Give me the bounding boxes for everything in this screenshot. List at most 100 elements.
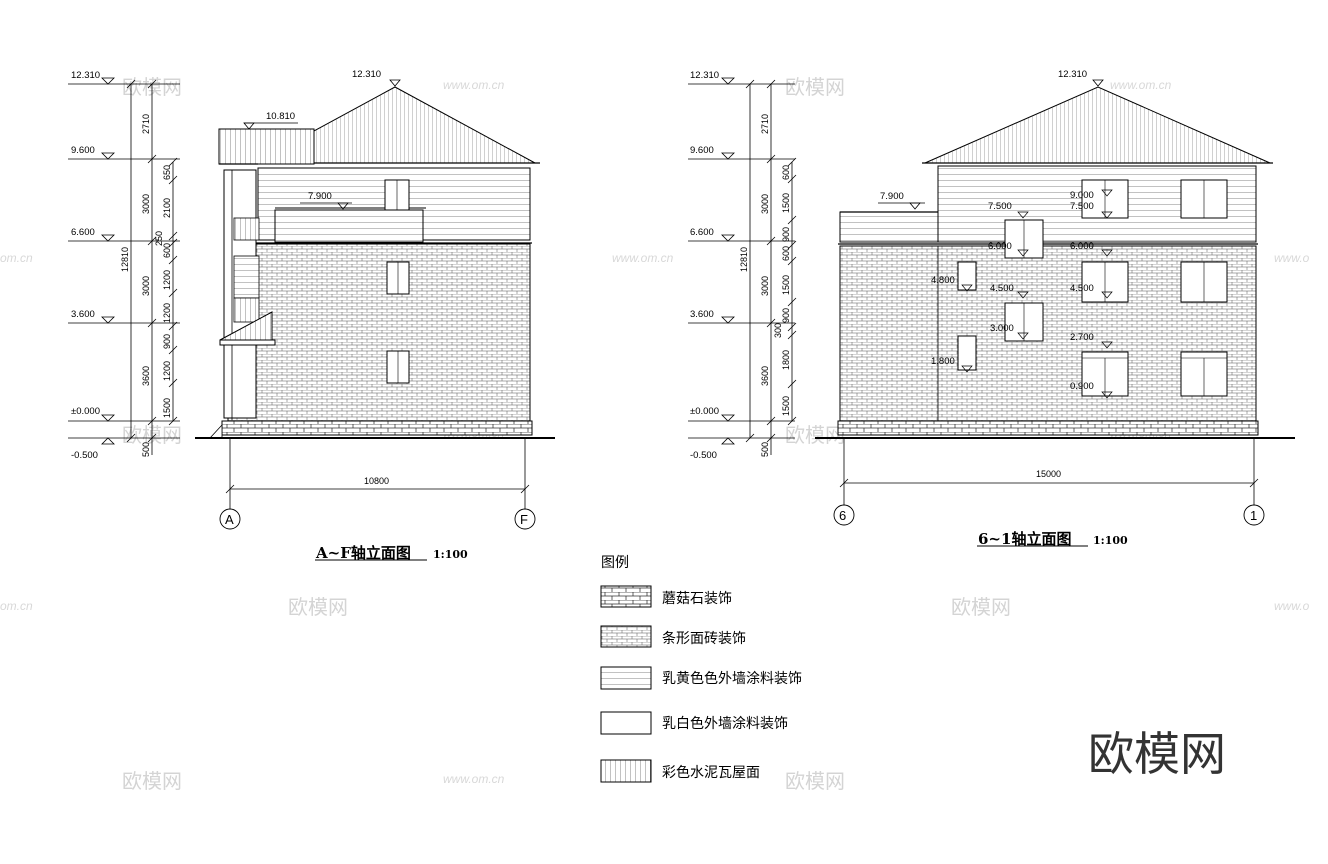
left-level-label: -0.500 [71,450,98,461]
legend-title: 图例 [601,555,629,571]
right-elevation-scale: 1:100 [1093,534,1128,547]
right-dim-mid: 3000 [760,276,770,296]
left-dim-mid: 500 [141,442,151,457]
watermark-url: www.om.cn [1110,78,1172,92]
right-dim-mid: 3000 [760,194,770,214]
left-dim-inner: 1200 [162,361,172,381]
window-level: 0.900 [1070,381,1094,392]
right-dim-inner: 1500 [781,396,791,416]
left-dim-inner: 1200 [162,270,172,290]
right-dim-inner: 300 [773,323,783,338]
legend: 图例 蘑菇石装饰 条形面砖装饰 乳黄色色外墙涂料装饰 乳白色外墙涂料装饰 彩色水… [600,555,802,783]
axis-label-6: 6 [839,508,846,523]
right-terrace-level: 7.900 [880,191,904,202]
left-dim-mid: 2710 [141,114,151,134]
watermark-url: www.o [1274,599,1310,613]
left-level-label: ±0.000 [71,406,100,417]
legend-label: 蘑菇石装饰 [662,591,732,607]
right-width-dim: 15000 [1036,469,1061,479]
left-elevation-scale: 1:100 [433,548,468,561]
right-dim-inner: 1500 [781,193,791,213]
left-level-markers [68,77,180,445]
left-elevation-title: A~F轴立面图 [315,544,411,562]
left-terrace-level: 7.900 [308,191,332,202]
left-width-dim: 10800 [364,476,389,486]
watermark-url: www.om.cn [443,772,505,786]
left-canopy-level: 10.810 [266,111,295,122]
watermark-url: om.cn [0,599,33,613]
right-total-height: 12810 [739,247,749,272]
right-elevation-text: 12.310 9.600 6.600 3.600 ±0.000 -0.500 1… [690,69,1257,548]
left-level-label: 9.600 [71,145,95,156]
right-dim-inner: 1800 [781,350,791,370]
right-level-label: 6.600 [690,227,714,238]
window-level: 6.000 [1070,241,1094,252]
left-level-label: 3.600 [71,309,95,320]
right-dim-inner: 900 [781,227,791,242]
watermark-text: 欧模网 [785,769,845,793]
brand-watermark: 欧模网 [1088,727,1226,781]
right-dim-inner: 1500 [781,275,791,295]
watermark-text: 欧模网 [122,769,182,793]
legend-swatch-hlines [600,666,652,690]
right-elevation-title: 6~1轴立面图 [978,530,1071,548]
left-dim-inner: 250 [154,231,164,246]
legend-swatch-vlines [600,759,652,783]
window-level: 6.000 [988,241,1012,252]
left-dim-inner: 1200 [162,303,172,323]
left-dim-mid: 3000 [141,276,151,296]
legend-label: 乳白色外墙涂料装饰 [662,715,788,732]
right-roof-level: 12.310 [1058,69,1087,80]
right-elevation [688,77,1295,547]
legend-swatch-stone [600,585,652,608]
axis-label-a: A [225,512,234,527]
right-level-label: 9.600 [690,145,714,156]
watermark-url: www.o [1274,251,1310,265]
left-dim-inner: 650 [162,165,172,180]
right-level-label: 3.600 [690,309,714,320]
legend-swatch-brick [600,625,652,648]
watermark-text: 欧模网 [785,75,845,99]
window-level: 4.500 [990,283,1014,294]
right-dim-inner: 600 [781,165,791,180]
watermark-text: 欧模网 [785,423,845,447]
right-dim-mid: 500 [760,442,770,457]
right-level-label: ±0.000 [690,406,719,417]
left-elevation-text: 12.310 9.600 6.600 3.600 ±0.000 -0.500 1… [71,69,528,562]
right-dim-inner: 900 [781,308,791,323]
left-elevation [68,77,555,561]
window-level: 2.700 [1070,332,1094,343]
left-dim-inner: 2100 [162,198,172,218]
legend-swatch-blank [600,711,652,735]
watermark-url: om.cn [0,251,33,265]
right-level-label: 12.310 [690,70,719,81]
window-level: 1.800 [931,356,955,367]
legend-label: 乳黄色色外墙涂料装饰 [662,670,802,687]
right-dim-inner: 600 [781,246,791,261]
watermark-text: 欧模网 [288,595,348,619]
right-level-markers [688,77,795,445]
watermark-url: www.om.cn [612,251,674,265]
left-dim-inner: 1500 [162,398,172,418]
watermark-url: www.om.cn [443,78,505,92]
window-level: 4.800 [931,275,955,286]
legend-label: 彩色水泥瓦屋面 [662,764,760,781]
window-level: 7.500 [1070,201,1094,212]
left-dim-inner: 900 [162,334,172,349]
window-level: 3.000 [990,323,1014,334]
left-dim-mid: 3600 [141,366,151,386]
left-total-height: 12810 [120,247,130,272]
left-dim-mid: 3000 [141,194,151,214]
window-level: 7.500 [988,201,1012,212]
left-dim-inner: 600 [162,243,172,258]
left-level-label: 6.600 [71,227,95,238]
legend-label: 条形面砖装饰 [662,630,746,647]
axis-label-f: F [520,512,528,527]
window-level: 4.500 [1070,283,1094,294]
watermark-text: 欧模网 [951,595,1011,619]
left-level-label: 12.310 [71,70,100,81]
right-dim-mid: 3600 [760,366,770,386]
axis-label-1: 1 [1250,508,1257,523]
right-dim-mid: 2710 [760,114,770,134]
